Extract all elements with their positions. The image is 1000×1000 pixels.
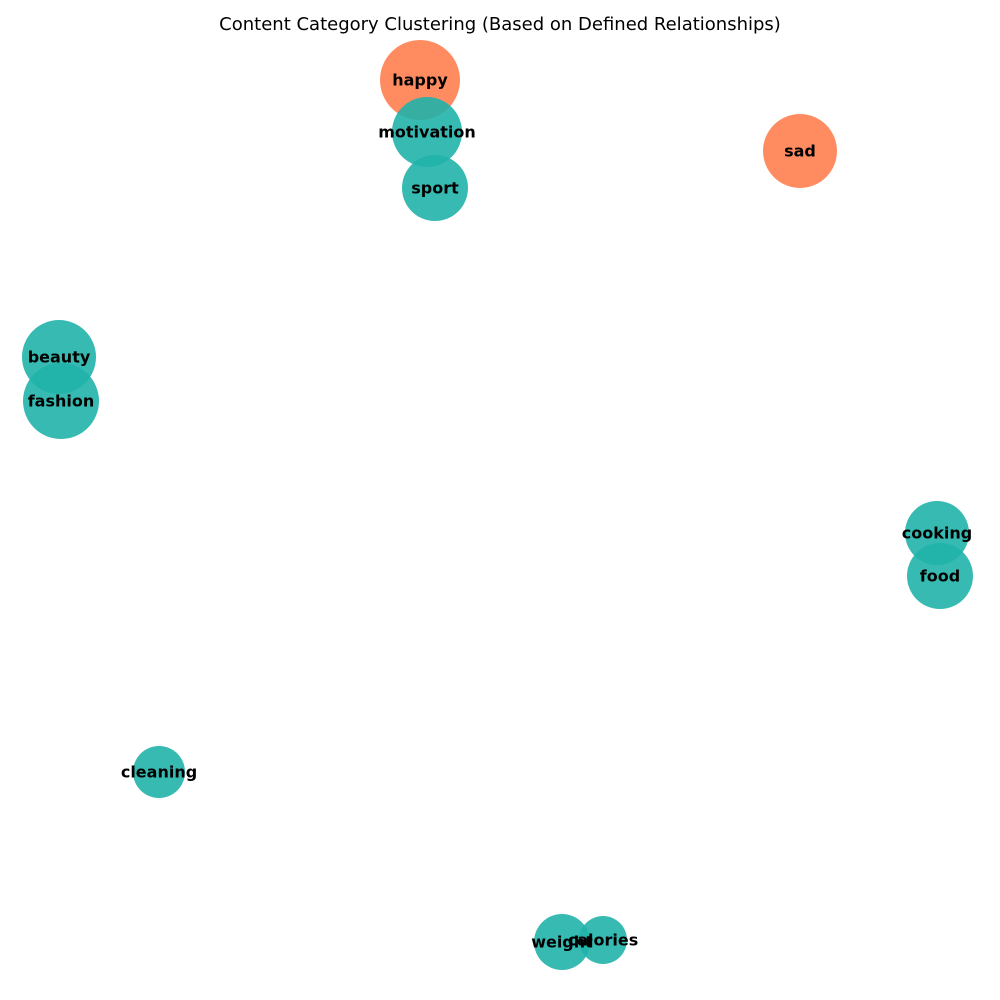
node-label-motivation: motivation [378,123,476,142]
node-label-weight: weight [531,933,593,952]
node-fashion [23,363,99,439]
node-label-cleaning: cleaning [121,763,197,782]
node-label-cooking: cooking [902,524,972,543]
figure-title: Content Category Clustering (Based on De… [219,14,781,35]
node-motivation [392,97,462,167]
node-calories [579,916,627,964]
node-sad [763,114,837,188]
node-label-beauty: beauty [28,348,91,367]
node-food [907,543,973,609]
node-label-fashion: fashion [28,392,95,411]
labels-layer: happy motivation sport sad beauty fashion cook… [28,71,973,952]
node-sport [402,155,468,221]
node-label-sad: sad [784,142,816,161]
node-label-happy: happy [392,71,448,90]
node-label-sport: sport [411,179,459,198]
nodes-layer [22,40,973,970]
node-label-food: food [920,567,960,586]
node-weight [534,914,590,970]
node-cleaning [133,746,185,798]
node-label-calories: calories [568,931,639,950]
